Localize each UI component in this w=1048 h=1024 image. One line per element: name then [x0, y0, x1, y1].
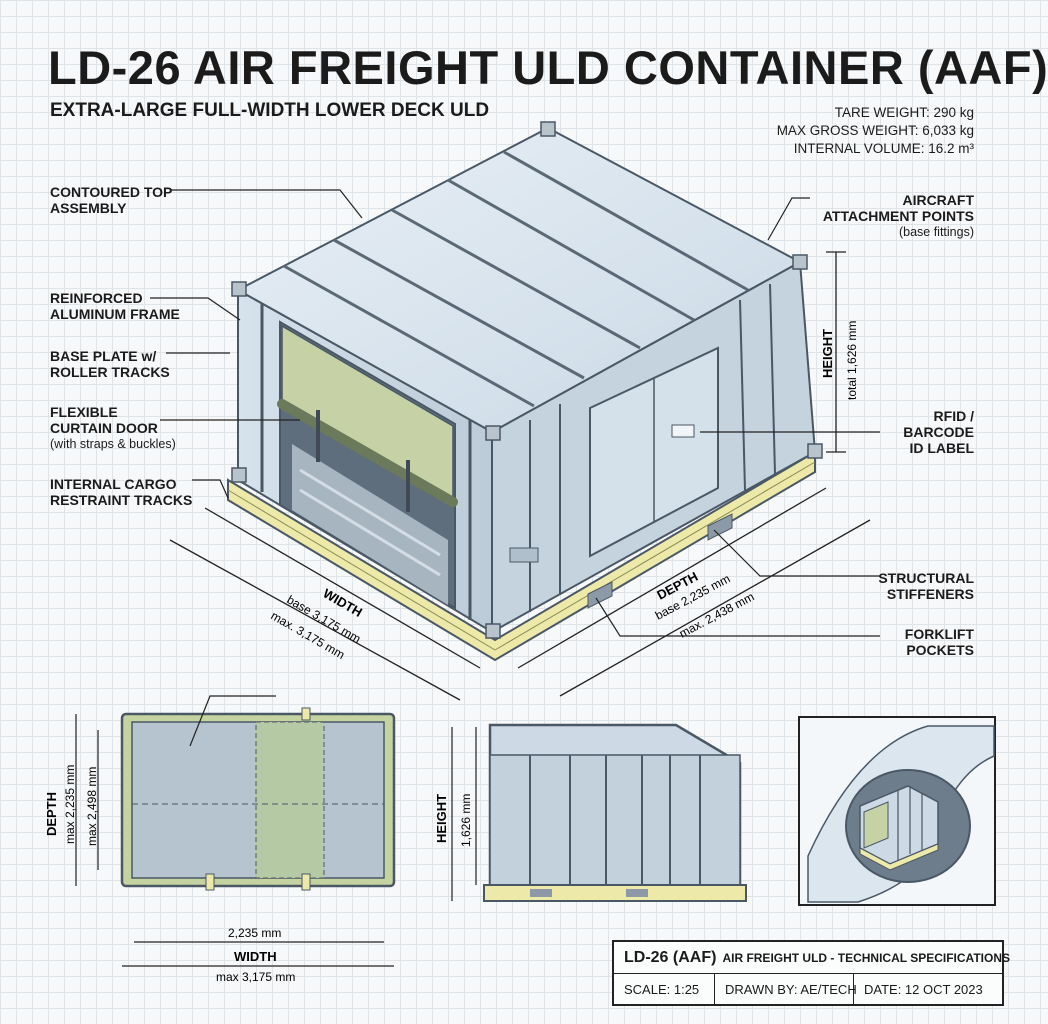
- plan-view: DEPTH max 2,235 mm max 2,498 mm 2,235 mm…: [44, 695, 396, 984]
- front-side-panel: [237, 288, 493, 634]
- plan-depth-max: max 2,235 mm: [63, 765, 77, 844]
- title-block-date: DATE: 12 OCT 2023: [864, 981, 983, 997]
- rfid-label: [671, 424, 695, 438]
- page-subtitle: EXTRA-LARGE FULL-WIDTH LOWER DECK ULD: [50, 100, 490, 121]
- height-dim-total: total 1,626 mm: [845, 321, 859, 400]
- internal-volume: INTERNAL VOLUME: 16.2 m³: [793, 141, 974, 156]
- plan-width-inner: 2,235 mm: [228, 926, 281, 940]
- callout-frame: REINFORCED ALUMINUM FRAME: [50, 290, 180, 322]
- title-block: LD-26 (AAF) AIR FREIGHT ULD - TECHNICAL …: [612, 940, 1010, 1006]
- specs-block: TARE WEIGHT: 290 kg MAX GROSS WEIGHT: 6,…: [777, 104, 974, 158]
- corner-fittings: [231, 121, 823, 639]
- plan-width-max: max 3,175 mm: [216, 970, 295, 984]
- right-side-panel: [491, 260, 817, 634]
- leader-lines: [150, 189, 880, 637]
- callout-attachment-points: AIRCRAFT ATTACHMENT POINTS (base fitting…: [822, 192, 974, 239]
- callout-restraint-tracks: INTERNAL CARGO RESTRAINT TRACKS: [50, 476, 193, 508]
- tare-weight: TARE WEIGHT: 290 kg: [834, 105, 974, 120]
- plan-width-label: WIDTH: [234, 949, 277, 964]
- dimension-lines: [169, 251, 871, 701]
- fuselage-inset: [798, 716, 996, 906]
- base-plate: [227, 450, 816, 662]
- callout-contoured-top: CONTOURED TOP ASSEMBLY: [50, 184, 173, 216]
- isometric-drawing: WIDTH base 3,175 mm max. 3,175 mm DEPTH …: [150, 121, 880, 701]
- title-block-scale: SCALE: 1:25: [614, 974, 715, 1004]
- callout-rfid-label: RFID / BARCODE ID LABEL: [903, 408, 974, 456]
- title-block-drawn: DRAWN BY: AE/TECH: [715, 974, 857, 1004]
- plan-depth-max2: max 2,498 mm: [85, 767, 99, 846]
- side-view: HEIGHT 1,626 mm: [434, 723, 747, 902]
- callout-forklift-pockets: FORKLIFT POCKETS: [904, 626, 974, 658]
- page-title: LD-26 AIR FREIGHT ULD CONTAINER (AAF): [48, 41, 1048, 94]
- plan-depth-label: DEPTH: [44, 792, 59, 836]
- title-block-name: LD-26 (AAF): [624, 948, 717, 966]
- side-height-label: HEIGHT: [434, 794, 449, 843]
- height-dim-label: HEIGHT: [820, 329, 835, 378]
- callout-base-plate: BASE PLATE w/ ROLLER TRACKS: [50, 348, 170, 380]
- max-gross-weight: MAX GROSS WEIGHT: 6,033 kg: [776, 123, 974, 138]
- callout-stiffeners: STRUCTURAL STIFFENERS: [878, 570, 974, 602]
- side-height-value: 1,626 mm: [459, 794, 473, 847]
- callout-curtain-door: FLEXIBLE CURTAIN DOOR (with straps & buc…: [50, 404, 176, 451]
- title-block-desc: AIR FREIGHT ULD - TECHNICAL SPECIFICATIO…: [722, 950, 1010, 965]
